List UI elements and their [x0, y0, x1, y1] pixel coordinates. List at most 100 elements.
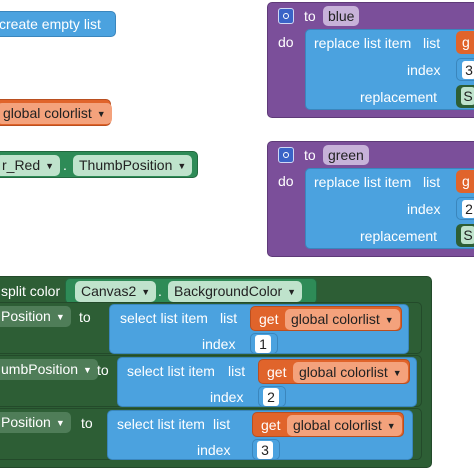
replace-list-item-block[interactable]: replace list item list index replacement…	[305, 29, 474, 110]
procedure-arg-text: green	[328, 147, 364, 163]
replacement-slot-text: S	[461, 87, 474, 105]
replacement-slot-block[interactable]: S	[456, 224, 474, 247]
set-thumbposition-block[interactable]: umbPosition ▼ to select list item list ge…	[0, 355, 422, 407]
setter-to-label: to	[79, 309, 91, 325]
variable-dropdown[interactable]: global colorlist ▼	[287, 415, 402, 436]
list-slot-block[interactable]: g	[456, 31, 474, 54]
variable-dropdown[interactable]: global colorlist ▼	[293, 362, 408, 383]
index-socket-label: index	[197, 442, 231, 458]
dropdown-arrow-icon: ▼	[384, 315, 394, 325]
mutator-gear-icon[interactable]	[278, 147, 294, 163]
procedure-arg-green[interactable]: green	[323, 145, 369, 165]
slider-component-dropdown[interactable]: r_Red▼	[0, 155, 61, 176]
backgroundcolor-dropdown[interactable]: BackgroundColor ▼	[168, 281, 303, 302]
setter-to-label: to	[81, 415, 93, 431]
index-slot-block[interactable]: 3	[456, 58, 474, 81]
replacement-slot-block[interactable]: S	[456, 85, 474, 108]
dropdown-arrow-icon: ▼	[83, 365, 92, 375]
canvas-bgcolor-getter[interactable]: Canvas2 ▼ . BackgroundColor ▼	[65, 278, 317, 304]
global-colorlist-dropdown[interactable]: global colorlist▼	[0, 103, 112, 124]
get-variable-block[interactable]: get global colorlist▼	[250, 306, 402, 331]
procedure-arg-text: blue	[328, 8, 355, 24]
set-thumbposition-block[interactable]: Position ▼ to select list item list get g…	[0, 302, 422, 354]
index-socket-label: index	[202, 336, 236, 352]
procedure-to-label: to	[304, 8, 316, 24]
global-colorlist-text: global colorlist	[3, 105, 92, 121]
procedure-green-block[interactable]: to green do replace list item list index…	[267, 141, 474, 257]
variable-text: global colorlist	[293, 417, 382, 433]
index-slot-value[interactable]: 3	[462, 61, 474, 79]
select-list-item-block[interactable]: select list item list get global colorli…	[107, 410, 413, 460]
setter-property-dropdown[interactable]: Position ▼	[0, 306, 71, 327]
get-label: get	[259, 311, 279, 327]
variable-text: global colorlist	[299, 364, 388, 380]
create-empty-list-label: create empty list	[0, 16, 101, 32]
list-socket-label: list	[423, 35, 441, 51]
procedure-to-label: to	[304, 147, 316, 163]
procedure-do-label: do	[278, 34, 294, 50]
property-dot: .	[158, 283, 162, 299]
setter-to-label: to	[97, 362, 109, 378]
get-variable-block[interactable]: get global colorlist ▼	[252, 412, 404, 437]
get-label: get	[267, 364, 287, 380]
index-socket-label: index	[210, 389, 244, 405]
list-slot-block[interactable]: g	[456, 170, 474, 193]
property-dot: .	[63, 157, 67, 173]
set-thumbposition-block[interactable]: Position▼ to select list item list get g…	[0, 408, 422, 460]
variable-dropdown[interactable]: global colorlist▼	[285, 309, 400, 330]
replacement-socket-label: replacement	[360, 89, 438, 105]
index-number-value[interactable]: 2	[263, 388, 279, 406]
select-list-item-block[interactable]: select list item list get global colorli…	[117, 357, 417, 407]
split-color-label: split color	[1, 283, 61, 299]
index-slot-value[interactable]: 2	[462, 200, 474, 218]
dropdown-arrow-icon: ▼	[55, 312, 65, 322]
index-number-value[interactable]: 1	[255, 335, 271, 353]
thumbposition-text: ThumbPosition	[79, 157, 173, 173]
get-variable-block[interactable]: get global colorlist ▼	[258, 359, 410, 384]
index-number-block[interactable]: 2	[258, 386, 286, 407]
procedure-arg-blue[interactable]: blue	[323, 6, 360, 26]
dropdown-arrow-icon: ▼	[45, 161, 55, 171]
dropdown-arrow-icon: ▼	[177, 161, 187, 171]
dropdown-arrow-icon: ▼	[55, 418, 65, 428]
thumbposition-dropdown[interactable]: ThumbPosition ▼	[73, 155, 193, 176]
replace-list-item-label: replace list item	[314, 35, 412, 51]
list-slot-text: g	[462, 173, 470, 189]
setter-property-text: Position	[1, 308, 51, 324]
index-socket-label: index	[407, 62, 441, 78]
index-socket-label: index	[407, 201, 441, 217]
list-socket-label: list	[220, 310, 238, 326]
dropdown-arrow-icon: ▼	[392, 368, 402, 378]
get-label: get	[261, 417, 281, 433]
dropdown-arrow-icon: ▼	[386, 421, 396, 431]
backgroundcolor-text: BackgroundColor	[174, 283, 283, 299]
replacement-slot-text: S	[461, 226, 474, 244]
list-socket-label: list	[213, 416, 231, 432]
setter-property-text: umbPosition	[1, 361, 79, 377]
select-list-item-label: select list item	[127, 363, 215, 379]
index-number-block[interactable]: 1	[250, 333, 278, 354]
select-list-item-block[interactable]: select list item list get global colorli…	[109, 304, 409, 354]
mutator-gear-icon[interactable]	[278, 8, 294, 24]
replace-list-item-label: replace list item	[314, 174, 412, 190]
setter-property-dropdown[interactable]: umbPosition ▼	[0, 359, 98, 380]
select-list-item-label: select list item	[120, 310, 208, 326]
replace-list-item-block[interactable]: replace list item list index replacement…	[305, 168, 474, 249]
thumbposition-getter-block[interactable]: r_Red▼ . ThumbPosition ▼	[0, 151, 198, 178]
dropdown-arrow-icon: ▼	[141, 287, 151, 297]
procedure-do-label: do	[278, 173, 294, 189]
index-number-block[interactable]: 3	[252, 439, 280, 460]
procedure-blue-block[interactable]: to blue do replace list item list index …	[267, 2, 474, 118]
canvas-component-dropdown[interactable]: Canvas2 ▼	[75, 281, 157, 302]
setter-property-dropdown[interactable]: Position▼	[0, 412, 71, 433]
create-empty-list-block[interactable]: create empty list	[0, 11, 116, 37]
list-socket-label: list	[228, 363, 246, 379]
replacement-socket-label: replacement	[360, 228, 438, 244]
dropdown-arrow-icon: ▼	[287, 287, 297, 297]
list-socket-label: list	[423, 174, 441, 190]
canvas-component-text: Canvas2	[81, 283, 137, 299]
list-slot-text: g	[462, 34, 470, 50]
index-slot-block[interactable]: 2	[456, 197, 474, 220]
global-colorlist-initializer[interactable]: global colorlist▼	[0, 99, 112, 126]
index-number-value[interactable]: 3	[257, 441, 273, 459]
